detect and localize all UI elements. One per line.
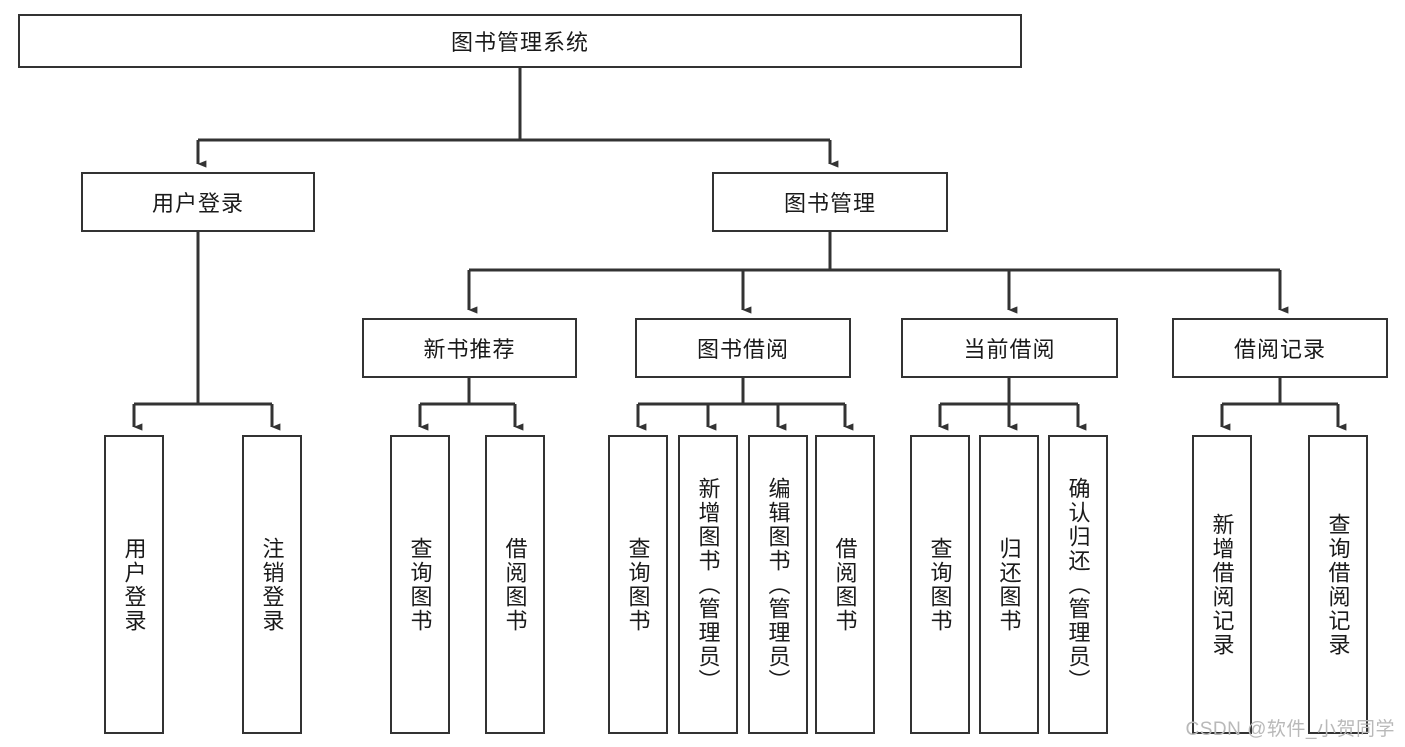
node-borrow-record-label: 借阅记录 <box>1233 337 1326 362</box>
leaf-current-borrow-confirm-label: 确认归还（管理员） <box>1065 476 1091 693</box>
leaf-book-borrow-edit-label: 编辑图书（管理员） <box>765 476 791 693</box>
node-root-system[interactable]: 图书管理系统 <box>18 14 1022 68</box>
leaf-current-borrow-return-label: 归还图书 <box>996 536 1022 633</box>
leaf-current-borrow-confirm[interactable]: 确认归还（管理员） <box>1048 435 1108 734</box>
leaf-borrow-record-add-label: 新增借阅记录 <box>1209 512 1235 657</box>
leaf-current-borrow-return[interactable]: 归还图书 <box>979 435 1039 734</box>
leaf-borrow-record-add[interactable]: 新增借阅记录 <box>1192 435 1252 734</box>
leaf-book-borrow-edit[interactable]: 编辑图书（管理员） <box>748 435 808 734</box>
node-new-book-recommend[interactable]: 新书推荐 <box>362 318 577 378</box>
leaf-borrow-record-query[interactable]: 查询借阅记录 <box>1308 435 1368 734</box>
leaf-borrow-record-query-label: 查询借阅记录 <box>1325 512 1351 657</box>
node-book-borrow-label: 图书借阅 <box>696 337 789 362</box>
node-borrow-record[interactable]: 借阅记录 <box>1172 318 1388 378</box>
leaf-user-login-logout[interactable]: 注销登录 <box>242 435 302 734</box>
node-new-book-recommend-label: 新书推荐 <box>423 337 516 362</box>
node-current-borrow[interactable]: 当前借阅 <box>901 318 1118 378</box>
leaf-new-book-query[interactable]: 查询图书 <box>390 435 450 734</box>
leaf-user-login-login-label: 用户登录 <box>121 536 147 633</box>
node-current-borrow-label: 当前借阅 <box>963 337 1056 362</box>
leaf-book-borrow-add-label: 新增图书（管理员） <box>695 476 721 693</box>
leaf-user-login-login[interactable]: 用户登录 <box>104 435 164 734</box>
leaf-current-borrow-query-label: 查询图书 <box>927 536 953 633</box>
leaf-user-login-logout-label: 注销登录 <box>259 536 285 633</box>
leaf-book-borrow-lend-label: 借阅图书 <box>832 536 858 633</box>
leaf-new-book-borrow-label: 借阅图书 <box>502 536 528 633</box>
leaf-book-borrow-lend[interactable]: 借阅图书 <box>815 435 875 734</box>
node-book-management[interactable]: 图书管理 <box>712 172 948 232</box>
leaf-current-borrow-query[interactable]: 查询图书 <box>910 435 970 734</box>
node-book-borrow[interactable]: 图书借阅 <box>635 318 851 378</box>
node-root-system-label: 图书管理系统 <box>450 30 589 55</box>
leaf-new-book-borrow[interactable]: 借阅图书 <box>485 435 545 734</box>
leaf-book-borrow-query[interactable]: 查询图书 <box>608 435 668 734</box>
leaf-book-borrow-add[interactable]: 新增图书（管理员） <box>678 435 738 734</box>
node-user-login-label: 用户登录 <box>151 191 244 216</box>
leaf-new-book-query-label: 查询图书 <box>407 536 433 633</box>
leaf-book-borrow-query-label: 查询图书 <box>625 536 651 633</box>
node-book-management-label: 图书管理 <box>783 191 876 216</box>
node-user-login[interactable]: 用户登录 <box>81 172 315 232</box>
